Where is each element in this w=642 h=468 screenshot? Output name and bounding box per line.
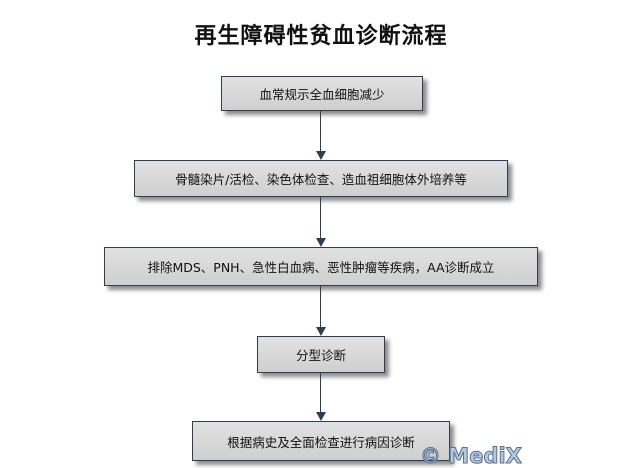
arrow-2-icon bbox=[316, 238, 326, 247]
diagram-title: 再生障碍性贫血诊断流程 bbox=[194, 24, 448, 49]
watermark: © MediX bbox=[420, 444, 523, 468]
connector-4 bbox=[320, 373, 321, 412]
connector-2 bbox=[320, 197, 321, 238]
step-5-box: 根据病史及全面检查进行病因诊断 bbox=[192, 421, 450, 461]
arrow-1-icon bbox=[316, 151, 326, 160]
step-3-box: 排除MDS、PNH、急性白血病、恶性肿瘤等疾病，AA诊断成立 bbox=[104, 247, 538, 286]
step-4-box: 分型诊断 bbox=[257, 336, 385, 373]
connector-3 bbox=[320, 286, 321, 327]
connector-1 bbox=[320, 111, 321, 151]
arrow-4-icon bbox=[316, 412, 326, 421]
arrow-3-icon bbox=[316, 327, 326, 336]
step-2-box: 骨髓染片/活检、染色体检查、造血祖细胞体外培养等 bbox=[134, 160, 508, 197]
step-1-box: 血常规示全血细胞减少 bbox=[221, 76, 423, 111]
